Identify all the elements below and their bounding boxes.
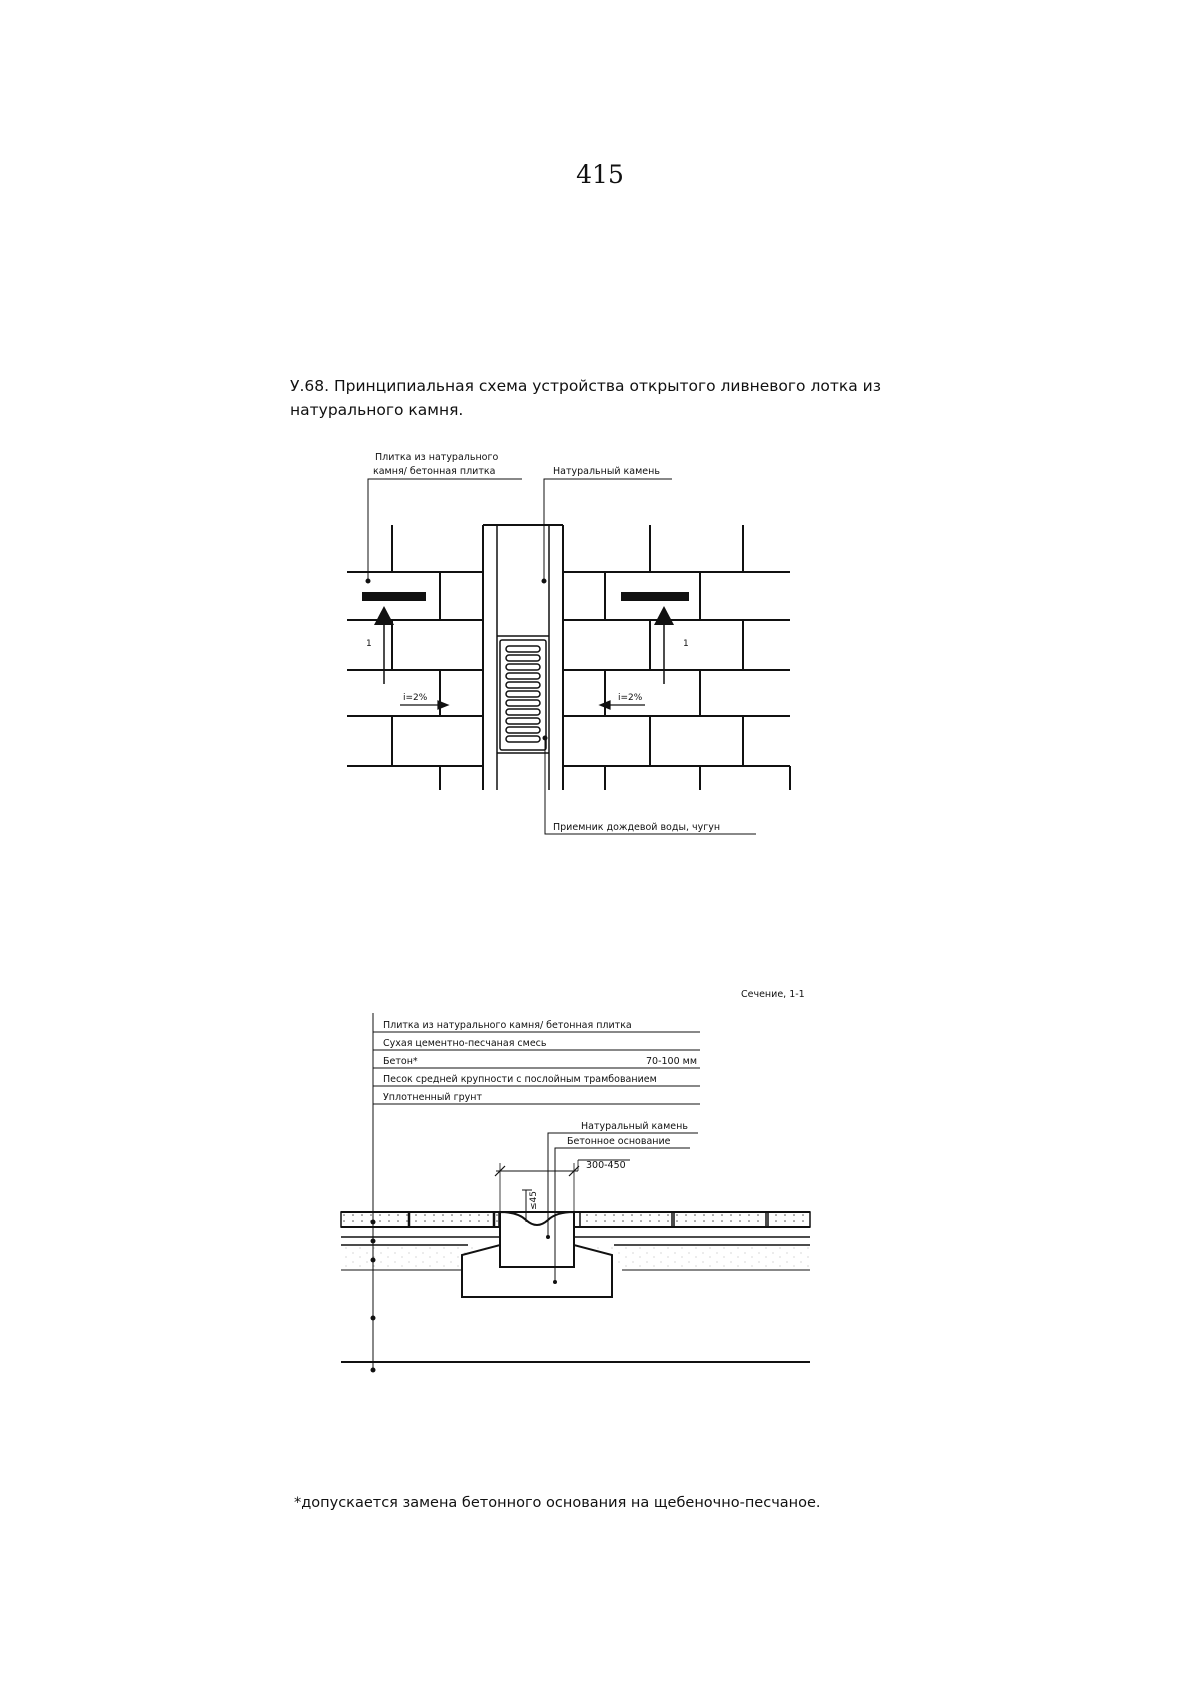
caption-line-1: У.68. Принципиальная схема устройства от… (290, 377, 881, 395)
paving-left (347, 525, 483, 790)
rainwater-grate (499, 639, 547, 751)
plan-leaders (365, 478, 756, 835)
section-marker-right (621, 592, 689, 684)
layer-1-name: Плитка из натурального камня/ бетонная п… (383, 1020, 632, 1031)
layer-2-name: Сухая цементно-песчаная смесь (383, 1038, 547, 1049)
section-label-stone: Натуральный камень (581, 1121, 688, 1132)
paving-right (563, 525, 791, 790)
layer-4-name: Песок средней крупности с послойным трам… (383, 1074, 657, 1085)
plan-view (347, 478, 791, 835)
caption-line-2: натурального камня. (290, 401, 464, 419)
layer-5-name: Уплотненный грунт (383, 1092, 482, 1103)
section-layer-legend (372, 1013, 700, 1115)
section-dim-depth: ≤45 (529, 1191, 539, 1210)
channel (482, 524, 564, 790)
plan-slope-left: i=2% (403, 693, 428, 703)
section-drawing (340, 1104, 811, 1373)
section-dim-width: 300-450 (586, 1160, 626, 1171)
slope-arrow-left (400, 700, 450, 710)
footnote: *допускается замена бетонного основания … (294, 1495, 821, 1511)
plan-section-mark-left: 1 (366, 639, 372, 649)
plan-section-mark-right: 1 (683, 639, 689, 649)
plan-label-receiver: Приемник дождевой воды, чугун (553, 822, 720, 833)
slope-arrow-right (598, 700, 645, 710)
page-number: 415 (576, 160, 624, 189)
plan-label-tile-2: камня/ бетонная плитка (373, 466, 495, 477)
layer-3-name: Бетон* (383, 1056, 418, 1067)
section-marker-left (362, 592, 426, 684)
section-title: Сечение, 1-1 (741, 989, 805, 1000)
plan-slope-right: i=2% (618, 693, 643, 703)
figure-caption: У.68. Принципиальная схема устройства от… (290, 374, 930, 422)
layer-3-thickness: 70-100 мм (646, 1056, 697, 1067)
plan-label-tile-1: Плитка из натурального (375, 452, 498, 463)
section-label-base: Бетонное основание (567, 1136, 671, 1147)
plan-label-stone: Натуральный камень (553, 466, 660, 477)
